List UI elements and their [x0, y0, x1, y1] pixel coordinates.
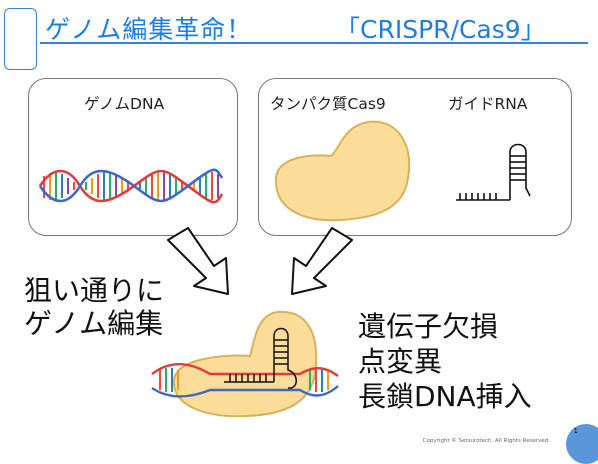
- cas9-protein-icon: [274, 120, 411, 222]
- arrow-down-right-icon: [167, 227, 229, 295]
- dna-helix-icon: [38, 168, 224, 204]
- cas9-dna-complex-icon: [151, 310, 339, 418]
- page-number: 1: [573, 427, 578, 435]
- cas9-protein-label: タンパク質Cas9: [270, 95, 386, 113]
- caption-targeted-line1: 狙い通りに: [24, 274, 165, 307]
- slide-title: ゲノム編集革命！: [45, 15, 253, 44]
- arrow-down-left-icon: [291, 227, 353, 295]
- caption-point-mutation: 点変異: [358, 345, 443, 378]
- page-badge: [566, 424, 598, 464]
- copyright-text: Copyright © Setsurotech. All Rights Rese…: [422, 438, 550, 444]
- caption-targeted-line2: ゲノム編集: [24, 307, 164, 340]
- guide-rna-label: ガイドRNA: [448, 95, 528, 113]
- genome-dna-label: ゲノムDNA: [84, 95, 165, 113]
- title-accent-box: [4, 8, 37, 70]
- slide-title-right: 「CRISPR/Cas9」: [335, 15, 546, 44]
- title-underline: [40, 42, 588, 44]
- caption-long-insertion: 長鎖DNA挿入: [358, 380, 532, 413]
- guide-rna-icon: [456, 143, 531, 201]
- genome-dna-panel: [28, 78, 238, 236]
- caption-knockout: 遺伝子欠損: [358, 310, 499, 343]
- cas9-rna-panel: [258, 78, 572, 236]
